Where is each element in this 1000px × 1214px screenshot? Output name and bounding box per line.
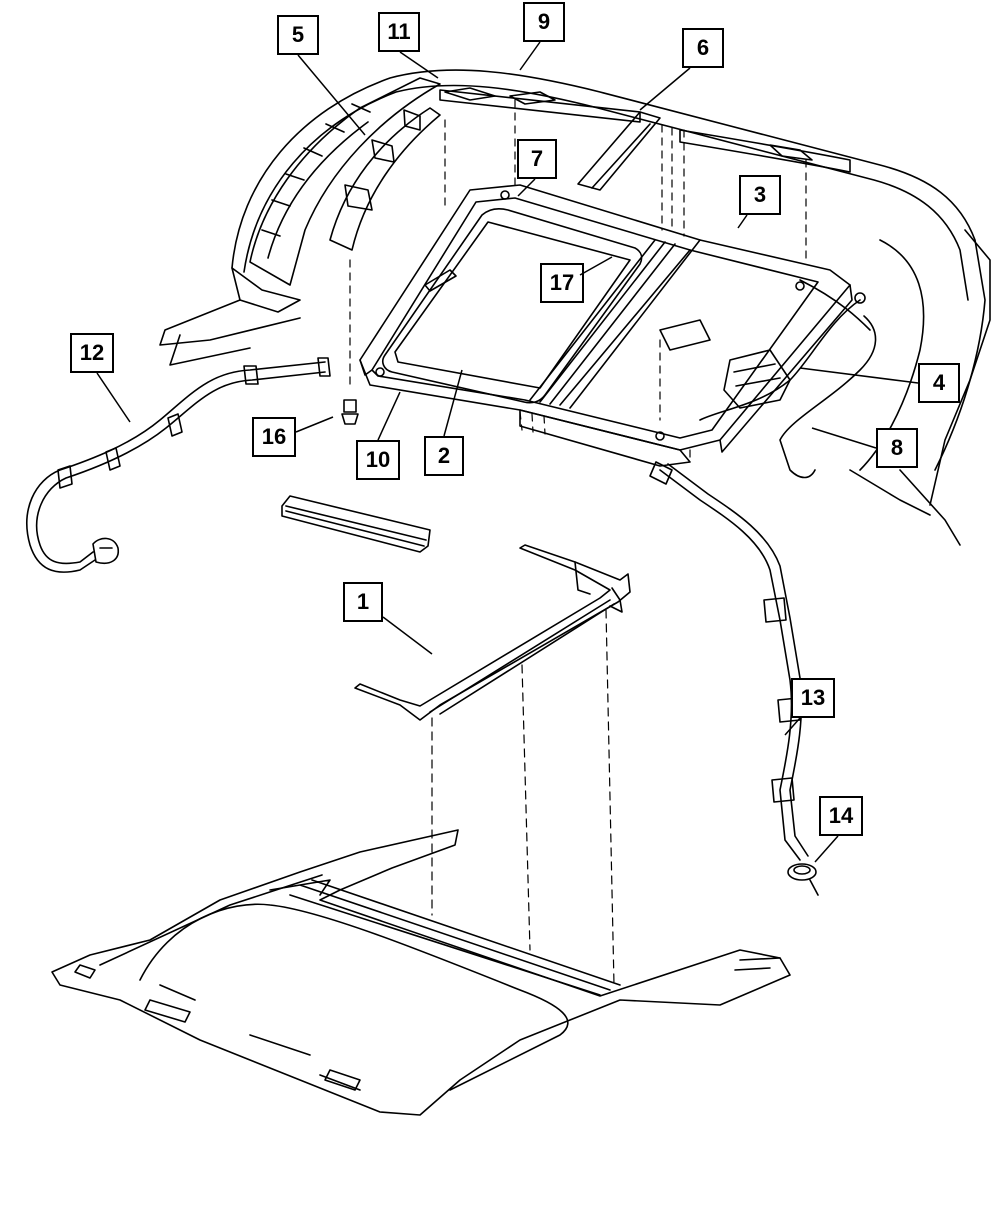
callout-13: 13 — [791, 678, 835, 718]
callout-12: 12 — [70, 333, 114, 373]
callout-8: 8 — [876, 428, 918, 468]
rear-bracket — [769, 144, 813, 161]
alignment-lines-upper — [349, 99, 807, 463]
callout-10: 10 — [356, 440, 400, 480]
callout-11: 11 — [378, 12, 420, 52]
callout-1: 1 — [343, 582, 383, 622]
rear-header — [679, 129, 851, 173]
callout-5: 5 — [277, 15, 319, 55]
roof-bow — [249, 77, 441, 286]
callout-7: 7 — [517, 139, 557, 179]
drive-motor — [659, 279, 877, 479]
header-bracket — [444, 87, 496, 101]
roof-bow-rear — [577, 111, 661, 191]
callout-2: 2 — [424, 436, 464, 476]
callout-16: 16 — [252, 417, 296, 457]
headliner — [51, 829, 791, 1116]
callout-3: 3 — [739, 175, 781, 215]
seal-strip — [281, 495, 431, 553]
sunroof-frame — [359, 184, 853, 467]
roof-panel — [159, 69, 991, 546]
wind-deflector — [354, 544, 631, 721]
rear-drain-hose — [649, 461, 809, 861]
front-drain-hose — [26, 357, 331, 573]
callout-14: 14 — [819, 796, 863, 836]
alignment-lines-lower — [431, 609, 615, 986]
front-header — [439, 89, 641, 123]
callout-4: 4 — [918, 363, 960, 403]
header-bracket-center — [509, 91, 556, 105]
callout-9: 9 — [523, 2, 565, 42]
callout-17: 17 — [540, 263, 584, 303]
callout-6: 6 — [682, 28, 724, 68]
drain-grommet — [787, 863, 819, 896]
screw — [341, 399, 359, 425]
glass-panel — [382, 208, 643, 404]
